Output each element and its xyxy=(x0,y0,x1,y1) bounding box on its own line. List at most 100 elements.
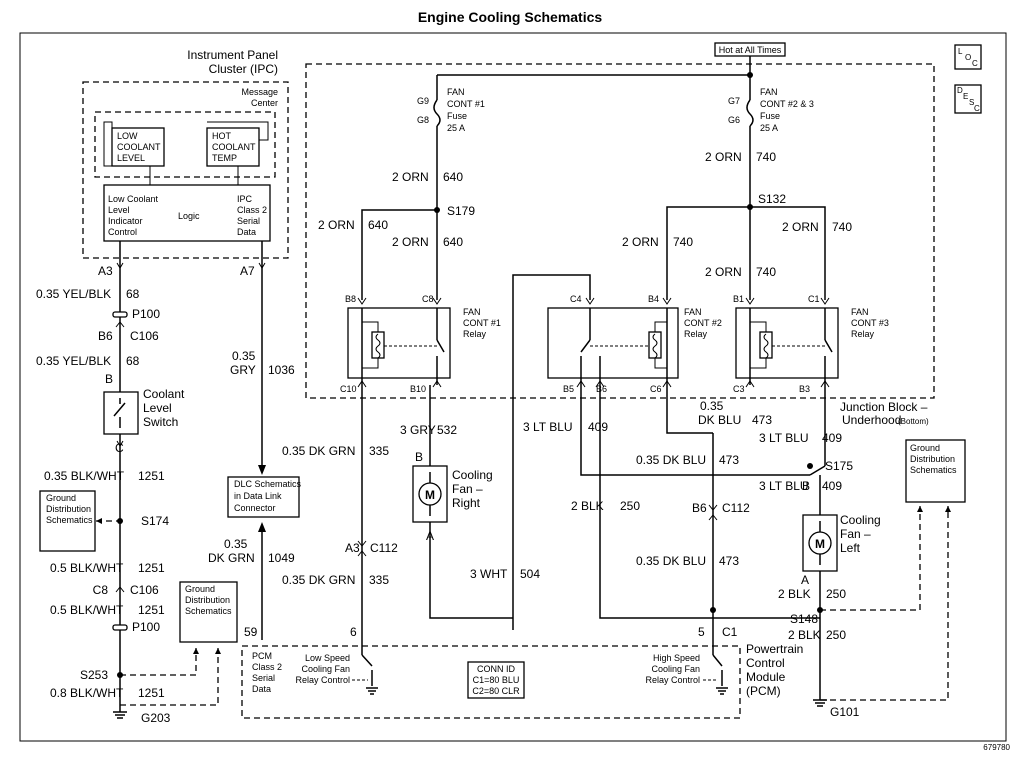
svg-text:C: C xyxy=(974,104,980,113)
svg-text:C106: C106 xyxy=(130,329,159,343)
svg-text:1049: 1049 xyxy=(268,551,295,565)
svg-text:G9: G9 xyxy=(417,96,429,106)
svg-text:2 ORN: 2 ORN xyxy=(705,150,742,164)
svg-text:2 ORN: 2 ORN xyxy=(392,235,429,249)
svg-text:Distribution: Distribution xyxy=(910,454,955,464)
svg-text:Cooling: Cooling xyxy=(840,513,881,527)
power-bus xyxy=(437,56,753,78)
svg-text:2 ORN: 2 ORN xyxy=(622,235,659,249)
svg-text:TEMP: TEMP xyxy=(212,153,237,163)
svg-text:CONT #3: CONT #3 xyxy=(851,318,889,328)
svg-text:2 ORN: 2 ORN xyxy=(782,220,819,234)
ground-distribution-ref-1[interactable]: Ground Distribution Schematics xyxy=(39,490,96,552)
svg-text:DK GRN: DK GRN xyxy=(208,551,255,565)
left-ground-circuit: 0.35 YEL/BLK 68 P100 B6 C106 0.35 YEL/BL… xyxy=(36,260,221,725)
svg-text:Low Speed: Low Speed xyxy=(305,653,350,663)
svg-text:Low Coolant: Low Coolant xyxy=(108,194,159,204)
desc-icon[interactable]: D E S C xyxy=(954,84,982,114)
svg-text:Fuse: Fuse xyxy=(760,111,780,121)
svg-text:Left: Left xyxy=(840,541,861,555)
svg-text:2 BLK: 2 BLK xyxy=(778,587,811,601)
svg-text:Relay Control: Relay Control xyxy=(295,675,350,685)
svg-text:250: 250 xyxy=(826,587,846,601)
svg-text:1251: 1251 xyxy=(138,561,165,575)
svg-text:1251: 1251 xyxy=(138,469,165,483)
svg-text:C106: C106 xyxy=(130,583,159,597)
svg-text:A: A xyxy=(801,573,809,587)
ground-distribution-ref-3[interactable]: Ground Distribution Schematics xyxy=(905,439,966,503)
svg-text:335: 335 xyxy=(369,573,389,587)
conn-id-box: CONN ID C1=80 BLU C2=80 CLR xyxy=(467,661,525,699)
dlc-schematics-ref[interactable] xyxy=(227,476,300,518)
svg-text:250: 250 xyxy=(620,499,640,513)
svg-text:Schematics: Schematics xyxy=(910,465,957,475)
svg-text:Coolant: Coolant xyxy=(143,387,185,401)
svg-text:Serial: Serial xyxy=(252,673,275,683)
svg-text:1251: 1251 xyxy=(138,686,165,700)
svg-text:DK BLU: DK BLU xyxy=(698,413,741,427)
svg-text:Hot at All Times: Hot at All Times xyxy=(719,45,782,55)
svg-text:0.35 DK BLU: 0.35 DK BLU xyxy=(636,554,706,568)
svg-text:C: C xyxy=(972,59,978,68)
svg-text:FAN: FAN xyxy=(760,87,778,97)
fan-cont-2-3-fuse: G7 G6 FAN CONT #2 & 3 Fuse 25 A xyxy=(728,75,814,133)
svg-text:Ground: Ground xyxy=(185,584,215,594)
svg-text:S175: S175 xyxy=(825,459,853,473)
svg-text:Logic: Logic xyxy=(178,211,200,221)
svg-text:0.5 BLK/WHT: 0.5 BLK/WHT xyxy=(50,561,124,575)
svg-text:640: 640 xyxy=(443,170,463,184)
svg-text:B6: B6 xyxy=(98,329,113,343)
svg-text:473: 473 xyxy=(719,453,739,467)
svg-text:FAN: FAN xyxy=(447,87,465,97)
svg-text:Instrument Panel: Instrument Panel xyxy=(187,48,278,62)
svg-text:C1=80 BLU: C1=80 BLU xyxy=(473,675,520,685)
svg-text:Ground: Ground xyxy=(46,493,76,503)
svg-text:High Speed: High Speed xyxy=(653,653,700,663)
svg-text:Ground: Ground xyxy=(910,443,940,453)
svg-text:59: 59 xyxy=(244,625,258,639)
svg-text:C2=80 CLR: C2=80 CLR xyxy=(472,686,520,696)
ipc-module: Instrument Panel Cluster (IPC) Message C… xyxy=(82,48,289,278)
pcm-module: 59 6 5 C1 PCM Class 2 Serial Data Low Sp… xyxy=(241,625,803,719)
svg-text:B5: B5 xyxy=(563,384,574,394)
svg-text:Indicator: Indicator xyxy=(108,216,143,226)
circuit-335: 0.35 DK GRN 335 A3 C112 0.35 DK GRN 335 xyxy=(282,385,398,640)
svg-text:C1: C1 xyxy=(722,625,738,639)
svg-text:Message: Message xyxy=(241,87,278,97)
svg-text:Control: Control xyxy=(108,227,137,237)
svg-text:S179: S179 xyxy=(447,204,475,218)
circuit-640: 2 ORN 640 S179 2 ORN 640 2 ORN 640 xyxy=(318,126,475,300)
svg-text:250: 250 xyxy=(826,628,846,642)
svg-text:2 ORN: 2 ORN xyxy=(318,218,355,232)
svg-text:0.35 DK GRN: 0.35 DK GRN xyxy=(282,573,355,587)
fan-cont-1-relay: B8 C8 FAN CONT #1 Relay C10 B10 xyxy=(340,294,501,394)
svg-text:409: 409 xyxy=(822,431,842,445)
svg-text:0.5 BLK/WHT: 0.5 BLK/WHT xyxy=(50,603,124,617)
svg-text:CONT #1: CONT #1 xyxy=(463,318,501,328)
svg-text:473: 473 xyxy=(752,413,772,427)
svg-text:C112: C112 xyxy=(722,501,750,515)
svg-text:E: E xyxy=(963,92,968,101)
svg-text:L: L xyxy=(958,47,963,56)
svg-text:B8: B8 xyxy=(345,294,356,304)
svg-text:Relay: Relay xyxy=(684,329,708,339)
svg-text:Relay: Relay xyxy=(851,329,875,339)
svg-text:FAN: FAN xyxy=(684,307,702,317)
ground-distribution-ref-2[interactable]: Ground Distribution Schematics xyxy=(179,581,238,643)
svg-text:Distribution: Distribution xyxy=(185,595,230,605)
svg-text:C1: C1 xyxy=(808,294,820,304)
svg-text:C10: C10 xyxy=(340,384,357,394)
svg-text:G101: G101 xyxy=(830,705,860,719)
svg-text:6: 6 xyxy=(350,625,357,639)
svg-text:68: 68 xyxy=(126,287,140,301)
svg-text:5: 5 xyxy=(698,625,705,639)
svg-text:B: B xyxy=(415,450,423,464)
svg-text:CONN ID: CONN ID xyxy=(477,664,516,674)
svg-text:LOW: LOW xyxy=(117,131,138,141)
cooling-fan-right: 3 GRY 532 B M Cooling Fan – Right A 3 WH… xyxy=(400,385,540,619)
svg-text:2 BLK: 2 BLK xyxy=(571,499,604,513)
svg-text:PCM: PCM xyxy=(252,651,272,661)
loc-icon[interactable]: L O C xyxy=(954,44,982,70)
svg-text:GRY: GRY xyxy=(230,363,256,377)
